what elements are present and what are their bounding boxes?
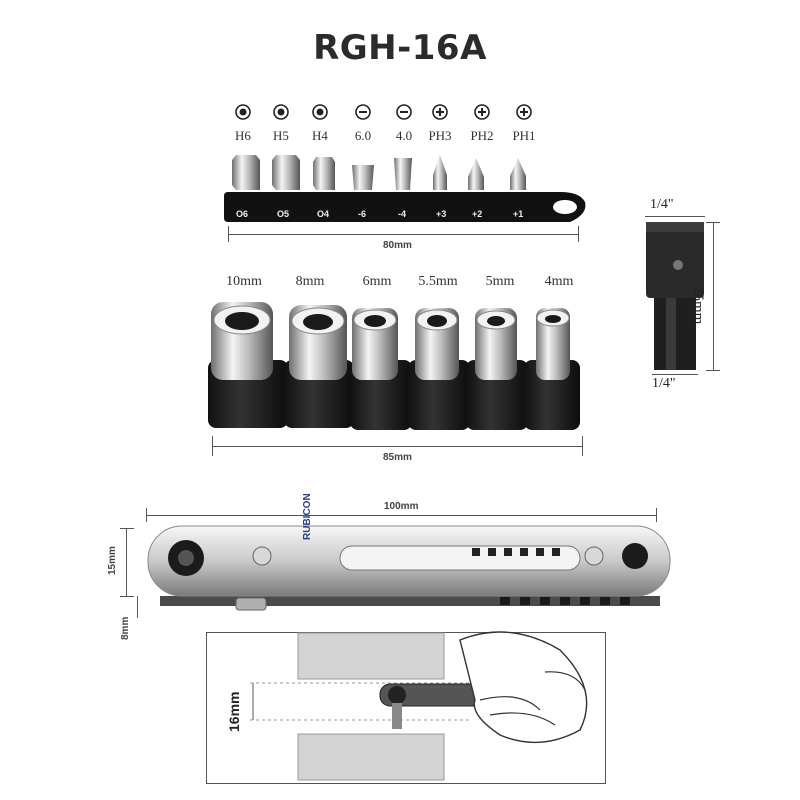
adapter-bottom-label: 1/4" — [652, 376, 676, 391]
holder-mark: O4 — [317, 209, 330, 219]
dimension-tick — [228, 226, 229, 242]
dimension-tick — [706, 370, 720, 371]
holder-mark: +3 — [436, 209, 447, 219]
holder-mark: -6 — [358, 209, 367, 219]
bit-label-ph3: PH3 — [428, 128, 452, 143]
phillips-icon — [516, 104, 532, 120]
dimension-tick — [582, 436, 583, 456]
bits-width-label: 80mm — [383, 240, 412, 251]
dimension-tick — [146, 508, 147, 522]
hex-socket-icon — [273, 104, 289, 120]
dimension-tick — [656, 508, 657, 522]
holder-mark: O6 — [236, 209, 249, 219]
dimension-tick — [578, 226, 579, 242]
bit-label-6-0: 6.0 — [354, 128, 372, 143]
socket-label-4mm: 4mm — [544, 274, 574, 289]
bit-label-h4: H4 — [312, 128, 328, 143]
adapter-top-label: 1/4" — [650, 197, 674, 212]
dimension-line-80mm — [228, 234, 578, 235]
dimension-tick — [120, 528, 134, 529]
slotted-icon — [355, 104, 371, 120]
dimension-tick — [706, 222, 720, 223]
bit-label-ph1: PH1 — [512, 128, 536, 143]
bit-label-4-0: 4.0 — [395, 128, 413, 143]
bit-label-ph2: PH2 — [470, 128, 494, 143]
dimension-line-85mm — [212, 446, 582, 447]
socket-label-6mm: 6mm — [362, 274, 392, 289]
bit-label-h5: H5 — [273, 128, 289, 143]
socket-label-5mm: 5mm — [485, 274, 515, 289]
holder-mark: -4 — [398, 209, 407, 219]
sockets-width-label: 85mm — [383, 452, 412, 463]
phillips-icon — [432, 104, 448, 120]
dimension-line-25mm — [713, 222, 714, 370]
holder-mark: O5 — [277, 209, 290, 219]
hex-socket-icon — [235, 104, 251, 120]
clearance-label: 16mm — [226, 691, 242, 732]
holder-mark: +2 — [472, 209, 483, 219]
phillips-icon — [474, 104, 490, 120]
ratchet-length-label: 100mm — [384, 501, 419, 512]
slotted-icon — [396, 104, 412, 120]
hex-socket-icon — [312, 104, 328, 120]
dimension-line — [652, 374, 698, 375]
socket-label-5-5mm: 5.5mm — [418, 274, 458, 289]
product-title: RGH-16A — [313, 28, 487, 68]
dimension-line — [645, 216, 705, 217]
dimension-line-8mm — [137, 596, 138, 618]
dimension-line-15mm — [126, 528, 127, 596]
socket-label-10mm: 10mm — [226, 274, 262, 289]
dimension-tick — [120, 596, 134, 597]
dimension-line-100mm — [146, 515, 656, 516]
bit-label-h6: H6 — [235, 128, 251, 143]
socket-label-8mm: 8mm — [295, 274, 325, 289]
dimension-tick — [212, 436, 213, 456]
holder-mark: +1 — [513, 209, 524, 219]
